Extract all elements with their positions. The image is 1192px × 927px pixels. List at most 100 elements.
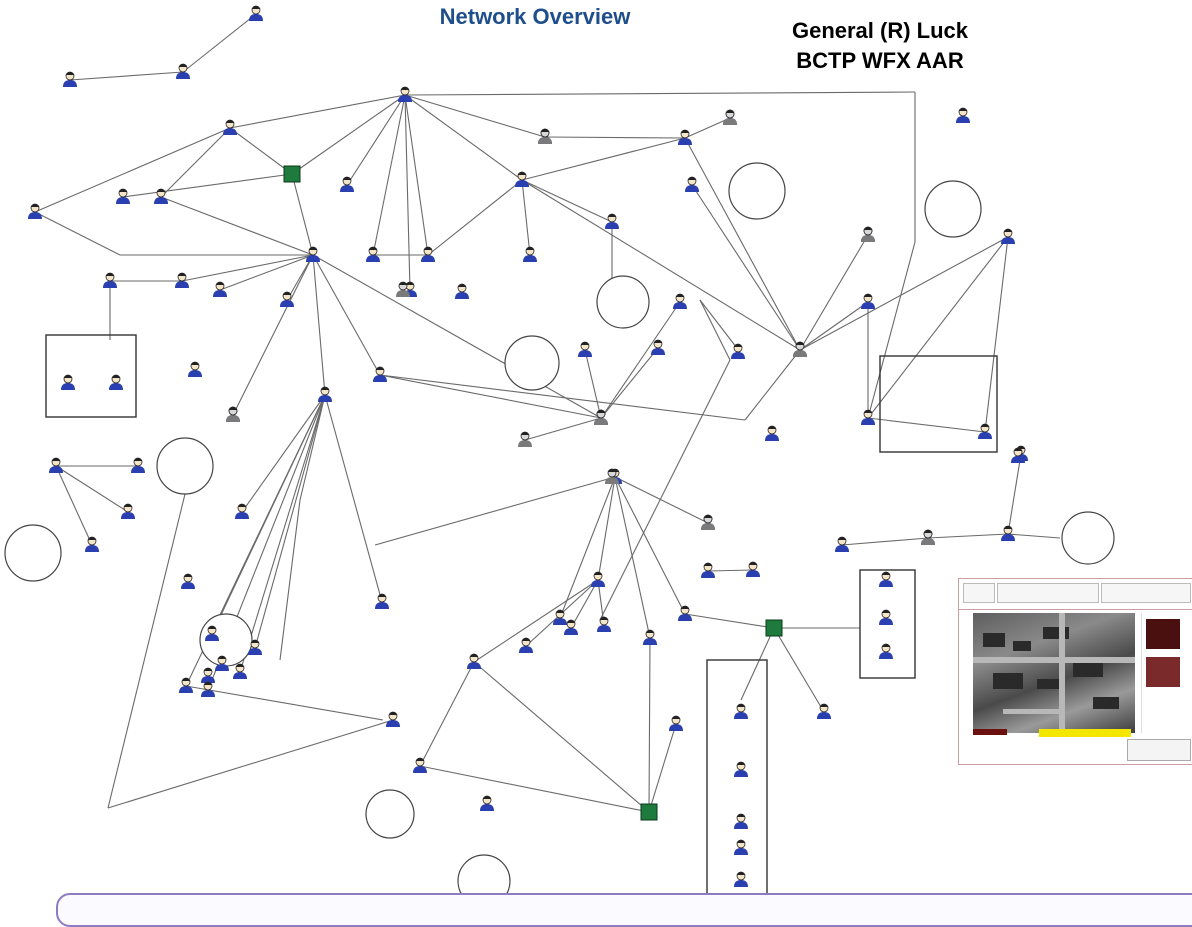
hub-node — [640, 803, 658, 821]
person-icon — [523, 246, 537, 262]
person-icon — [673, 293, 687, 309]
person-icon — [201, 681, 215, 697]
hub-node — [283, 165, 301, 183]
person-icon — [793, 341, 807, 357]
network-link — [614, 476, 709, 524]
network-link — [867, 417, 986, 433]
network-link — [254, 394, 326, 649]
network-link — [346, 94, 406, 186]
person-icon — [109, 374, 123, 390]
hub-node — [765, 619, 783, 637]
person-icon — [188, 361, 202, 377]
network-link — [372, 94, 406, 256]
person-icon — [685, 176, 699, 192]
person-icon — [578, 341, 592, 357]
person-icon — [835, 536, 849, 552]
person-icon — [605, 213, 619, 229]
network-link — [69, 71, 184, 81]
network-link — [684, 613, 775, 629]
photo-inset-header — [959, 579, 1192, 610]
person-icon — [213, 281, 227, 297]
person-icon — [1001, 525, 1015, 541]
network-link — [34, 127, 231, 213]
person-icon — [678, 129, 692, 145]
network-link — [239, 394, 326, 673]
network-link — [867, 241, 916, 419]
cluster-circle — [728, 162, 786, 220]
network-link — [699, 299, 731, 361]
person-icon — [1011, 447, 1025, 463]
network-link — [521, 137, 686, 181]
person-icon — [861, 293, 875, 309]
network-link — [799, 301, 869, 351]
person-icon — [63, 71, 77, 87]
person-icon — [421, 246, 435, 262]
network-link — [419, 765, 650, 813]
network-link — [34, 211, 121, 256]
photo-footer — [1127, 739, 1191, 761]
cluster-circle — [596, 275, 650, 329]
network-link — [55, 465, 93, 546]
network-link — [740, 627, 775, 701]
person-icon — [879, 571, 893, 587]
network-link — [404, 94, 429, 256]
person-icon — [978, 423, 992, 439]
cluster-circle — [4, 524, 62, 582]
network-link — [648, 723, 677, 813]
person-icon — [226, 406, 240, 422]
network-link — [600, 301, 681, 419]
person-icon — [455, 283, 469, 299]
person-icon — [413, 757, 427, 773]
network-link — [559, 476, 616, 619]
person-icon — [179, 677, 193, 693]
photo-status-bar-red — [973, 729, 1007, 735]
person-icon — [921, 529, 935, 545]
person-icon — [1001, 228, 1015, 244]
person-icon — [701, 514, 715, 530]
network-link — [324, 394, 383, 603]
network-link — [744, 349, 801, 421]
network-link — [182, 13, 257, 73]
network-link — [799, 234, 869, 351]
person-icon — [746, 561, 760, 577]
subtitle-line-1: General (R) Luck — [791, 18, 969, 43]
cluster-circle — [365, 789, 415, 839]
network-link — [404, 94, 411, 291]
person-icon — [538, 128, 552, 144]
network-link — [229, 94, 406, 129]
network-link — [521, 179, 531, 256]
person-icon — [678, 605, 692, 621]
network-link — [229, 127, 293, 175]
network-link — [181, 254, 314, 282]
network-link — [599, 359, 731, 621]
network-link — [55, 465, 129, 513]
network-link — [1007, 533, 1061, 539]
photo-status-bar-yellow — [1039, 729, 1131, 737]
network-link — [597, 476, 616, 581]
person-icon — [594, 409, 608, 425]
group-frame — [45, 334, 137, 418]
network-link — [185, 685, 384, 721]
person-icon — [817, 703, 831, 719]
network-link — [699, 299, 741, 353]
slide-footer-band — [56, 893, 1192, 927]
network-link — [773, 627, 825, 713]
network-link — [374, 476, 616, 546]
person-icon — [734, 839, 748, 855]
network-link — [600, 347, 659, 419]
person-icon — [280, 291, 294, 307]
network-link — [648, 637, 651, 813]
network-link — [521, 179, 613, 223]
person-icon — [564, 619, 578, 635]
person-icon — [723, 109, 737, 125]
person-icon — [249, 5, 263, 21]
person-icon — [201, 667, 215, 683]
person-icon — [340, 176, 354, 192]
person-icon — [116, 188, 130, 204]
person-icon — [651, 339, 665, 355]
cluster-circle — [924, 180, 982, 238]
network-link — [379, 374, 746, 421]
person-icon — [28, 203, 42, 219]
network-link — [684, 137, 801, 351]
